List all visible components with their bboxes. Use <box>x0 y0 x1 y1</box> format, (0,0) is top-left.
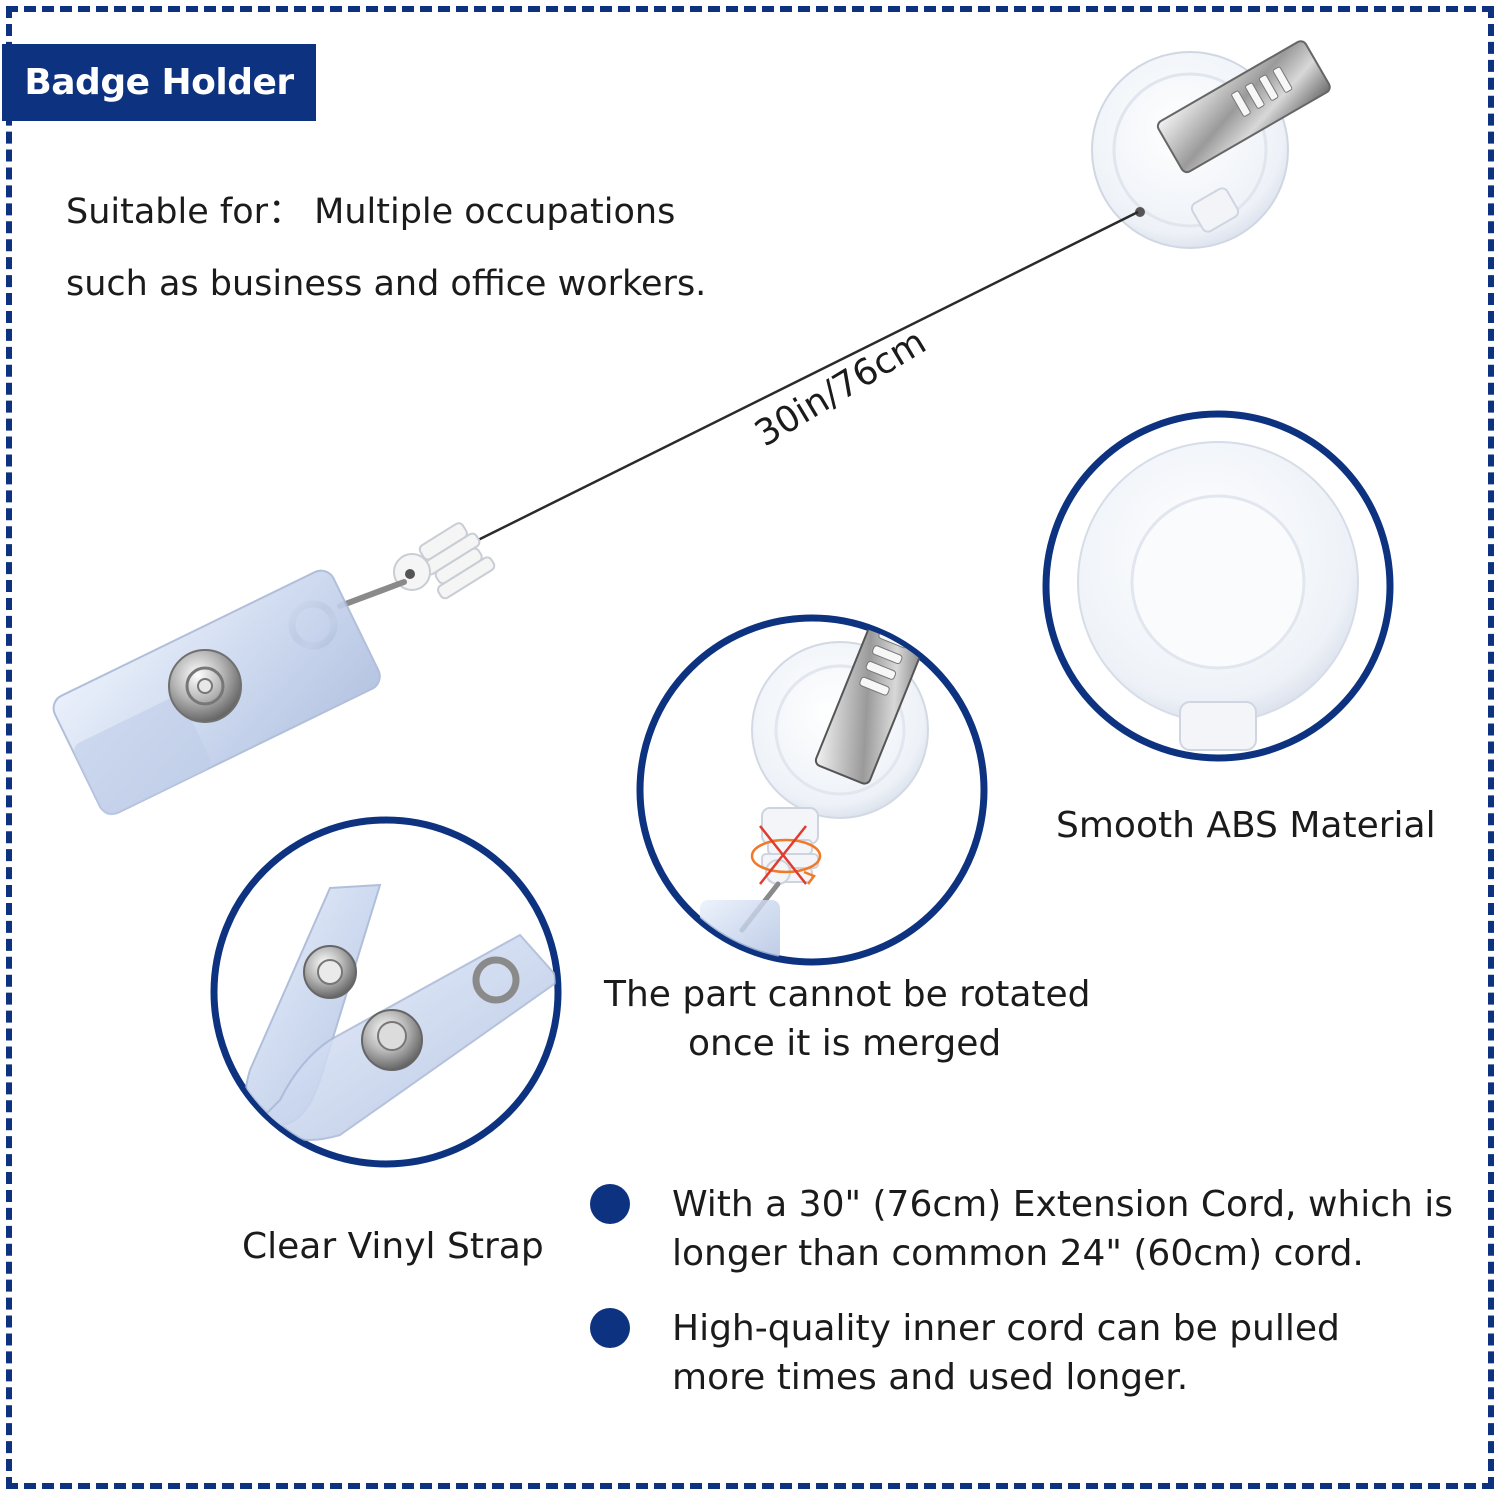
bullet-item: With a 30" (76cm) Extension Cord, which … <box>590 1180 1470 1278</box>
vinyl-strap-circle <box>210 816 562 1168</box>
bullet-line: High-quality inner cord can be pulled <box>672 1308 1340 1349</box>
vinyl-strap-caption: Clear Vinyl Strap <box>242 1226 544 1267</box>
rotation-detail-circle <box>636 614 988 966</box>
badge-reel-main <box>1091 40 1331 249</box>
rotation-caption-line-1: The part cannot be rotated <box>604 974 1091 1015</box>
rotation-caption-line-2: once it is merged <box>688 1023 1002 1064</box>
bullet-line: longer than common 24" (60cm) cord. <box>672 1233 1364 1274</box>
bullet-item: High-quality inner cord can be pulled mo… <box>590 1304 1470 1402</box>
feature-bullet-list: With a 30" (76cm) Extension Cord, which … <box>590 1180 1470 1428</box>
rotation-caption: The part cannot be rotated once it is me… <box>604 970 1091 1068</box>
intro-line-1: Suitable for： Multiple occupations <box>66 192 676 232</box>
abs-material-circle <box>1042 410 1394 762</box>
bullet-dot-icon <box>590 1184 630 1224</box>
dashed-border-frame <box>6 6 1494 1489</box>
bullet-line: With a 30" (76cm) Extension Cord, which … <box>672 1184 1454 1225</box>
extension-cord <box>477 210 1139 542</box>
intro-text: Suitable for： Multiple occupations such … <box>66 176 766 320</box>
bullet-line: more times and used longer. <box>672 1357 1189 1398</box>
intro-line-2: such as business and office workers. <box>66 264 707 304</box>
bullet-dot-icon <box>590 1308 630 1348</box>
page-title: Badge Holder <box>2 44 316 121</box>
badge-strap-main <box>52 522 496 816</box>
abs-material-caption: Smooth ABS Material <box>1056 805 1436 846</box>
